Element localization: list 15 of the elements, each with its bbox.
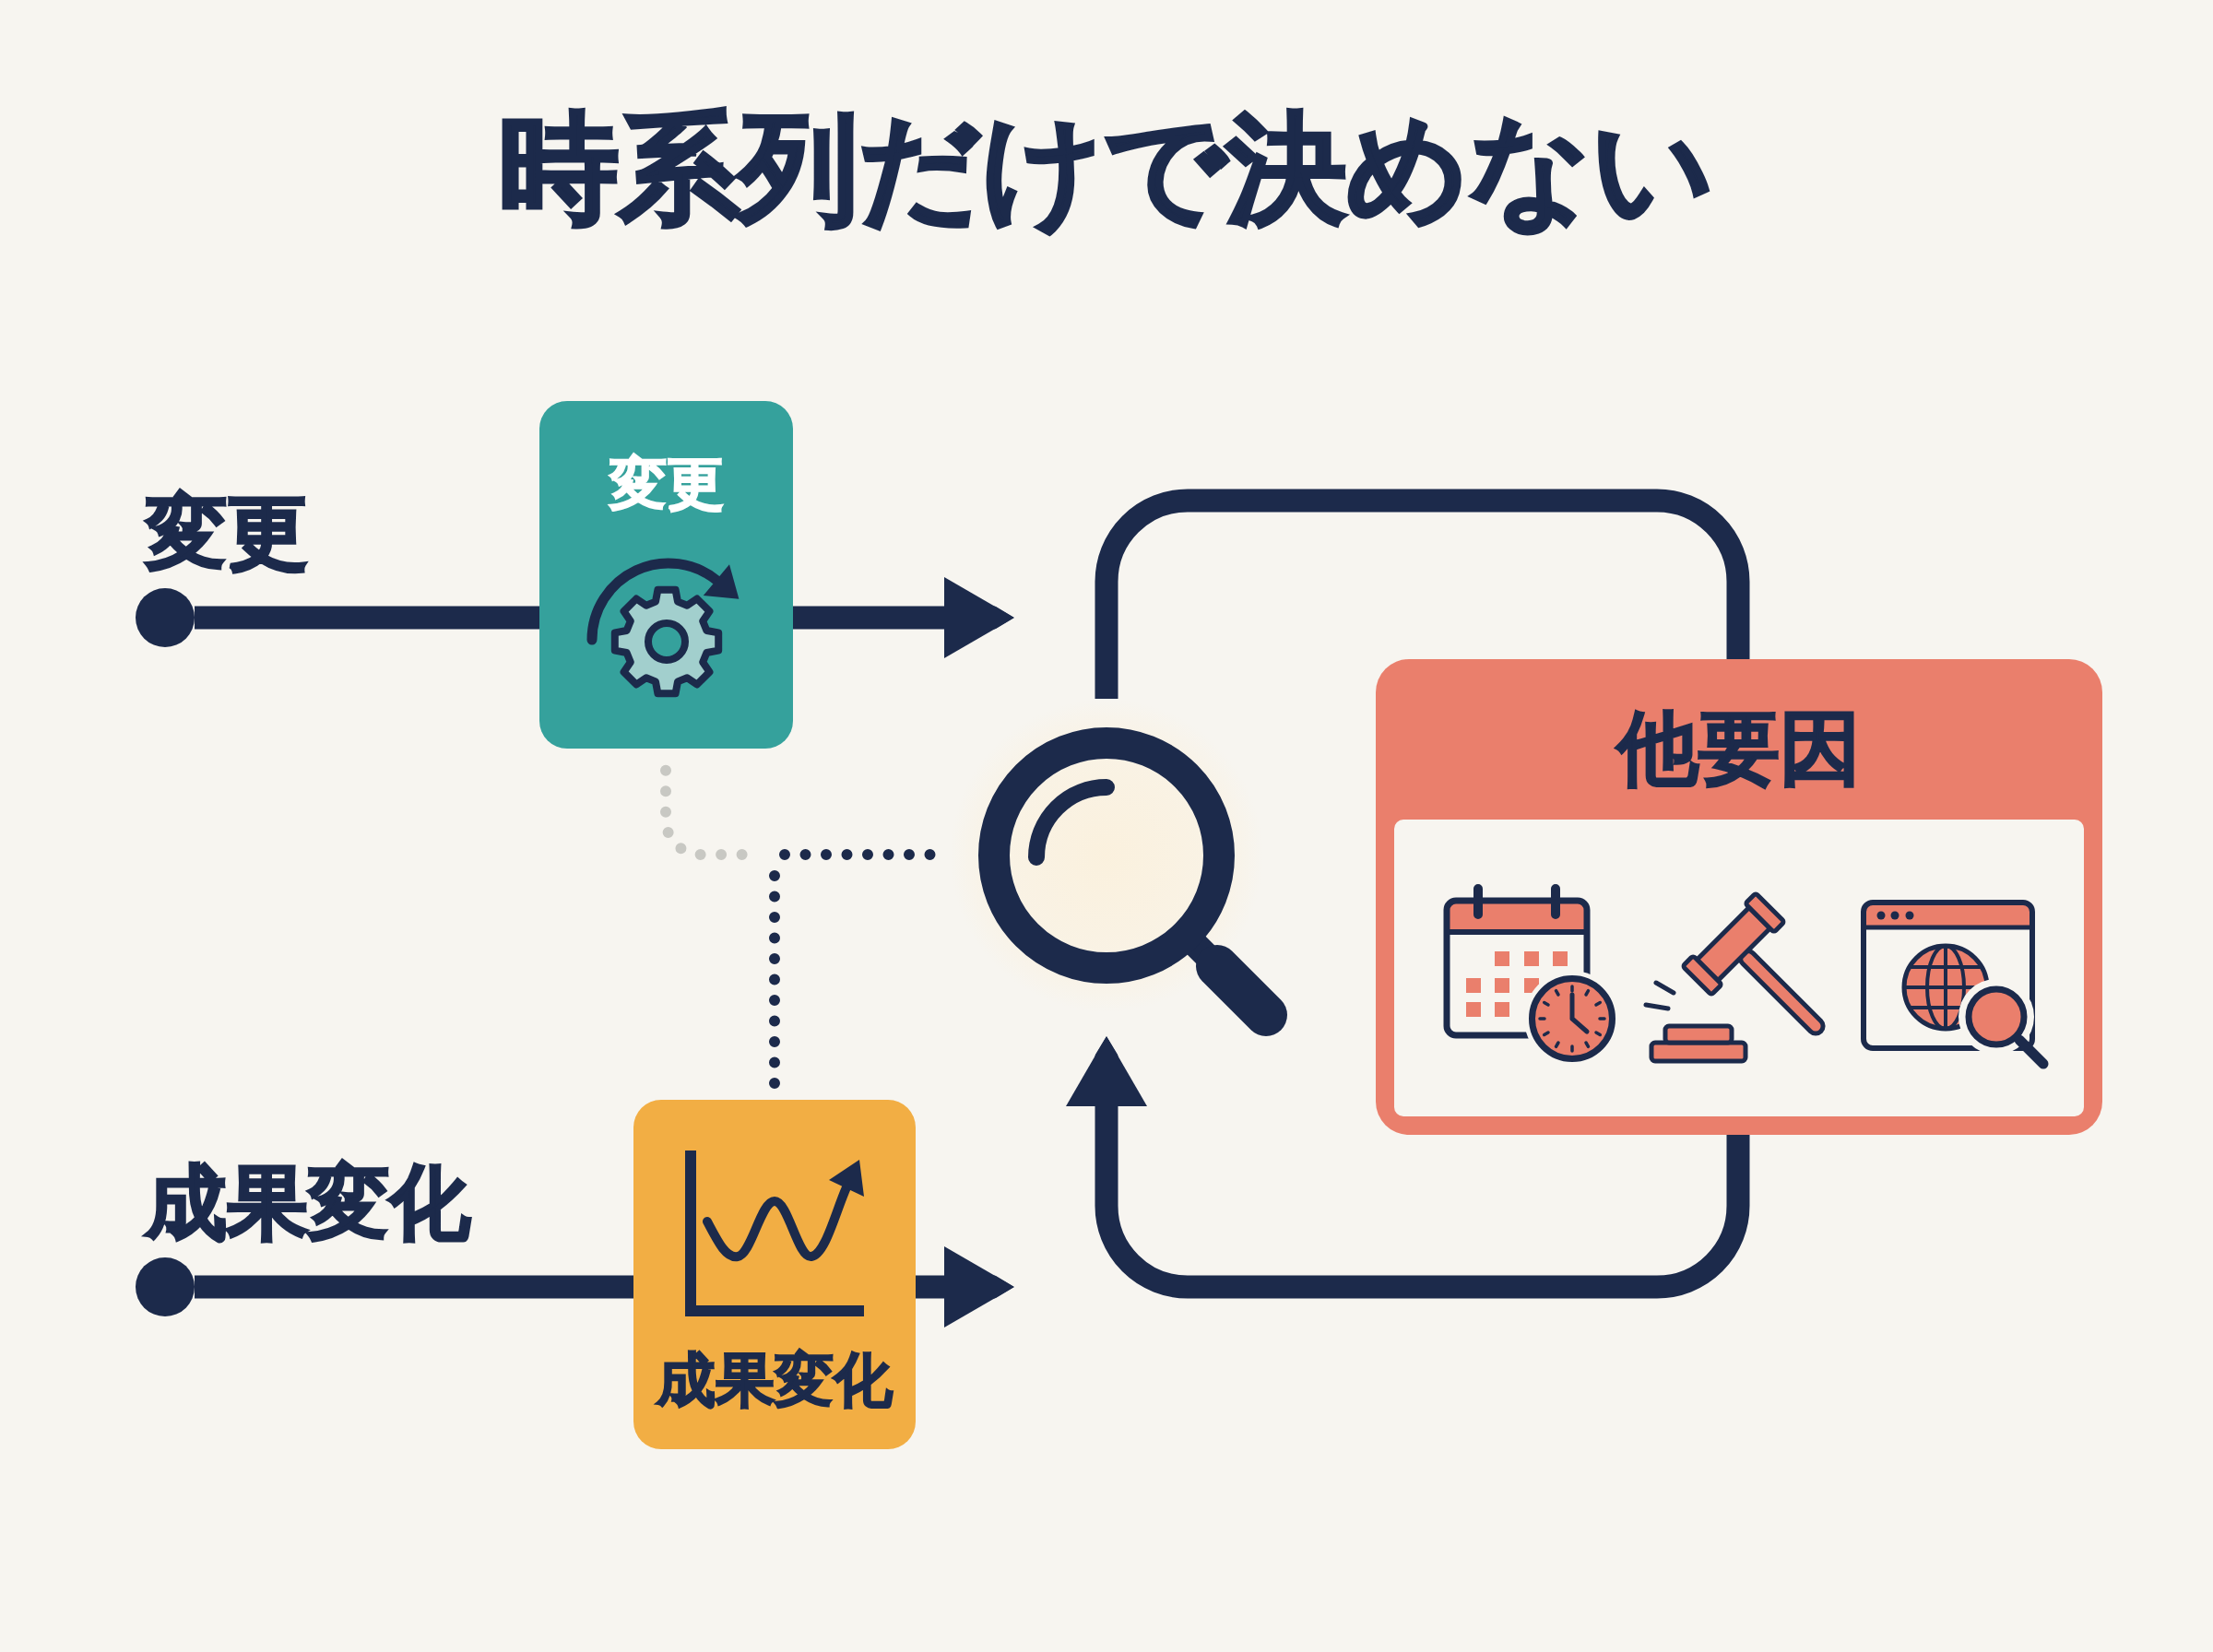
arrow <box>1066 1036 1750 1299</box>
arrow <box>916 1246 1014 1328</box>
process-box <box>539 401 793 749</box>
connector-line <box>195 1275 633 1299</box>
node-title: 成果変化 <box>657 1345 893 1416</box>
connector-line <box>1095 489 1750 699</box>
arrow <box>793 577 1014 658</box>
connector-line <box>195 606 539 630</box>
process-box <box>633 1100 916 1449</box>
title: 時系列だけで決めない <box>499 98 1714 241</box>
lane-label: 成果変化 <box>146 1154 470 1252</box>
node-title: 他要因 <box>1617 700 1861 797</box>
node-title: 変更 <box>609 450 724 519</box>
lane-label: 変更 <box>146 484 308 582</box>
factor-panel <box>1376 659 2102 1135</box>
